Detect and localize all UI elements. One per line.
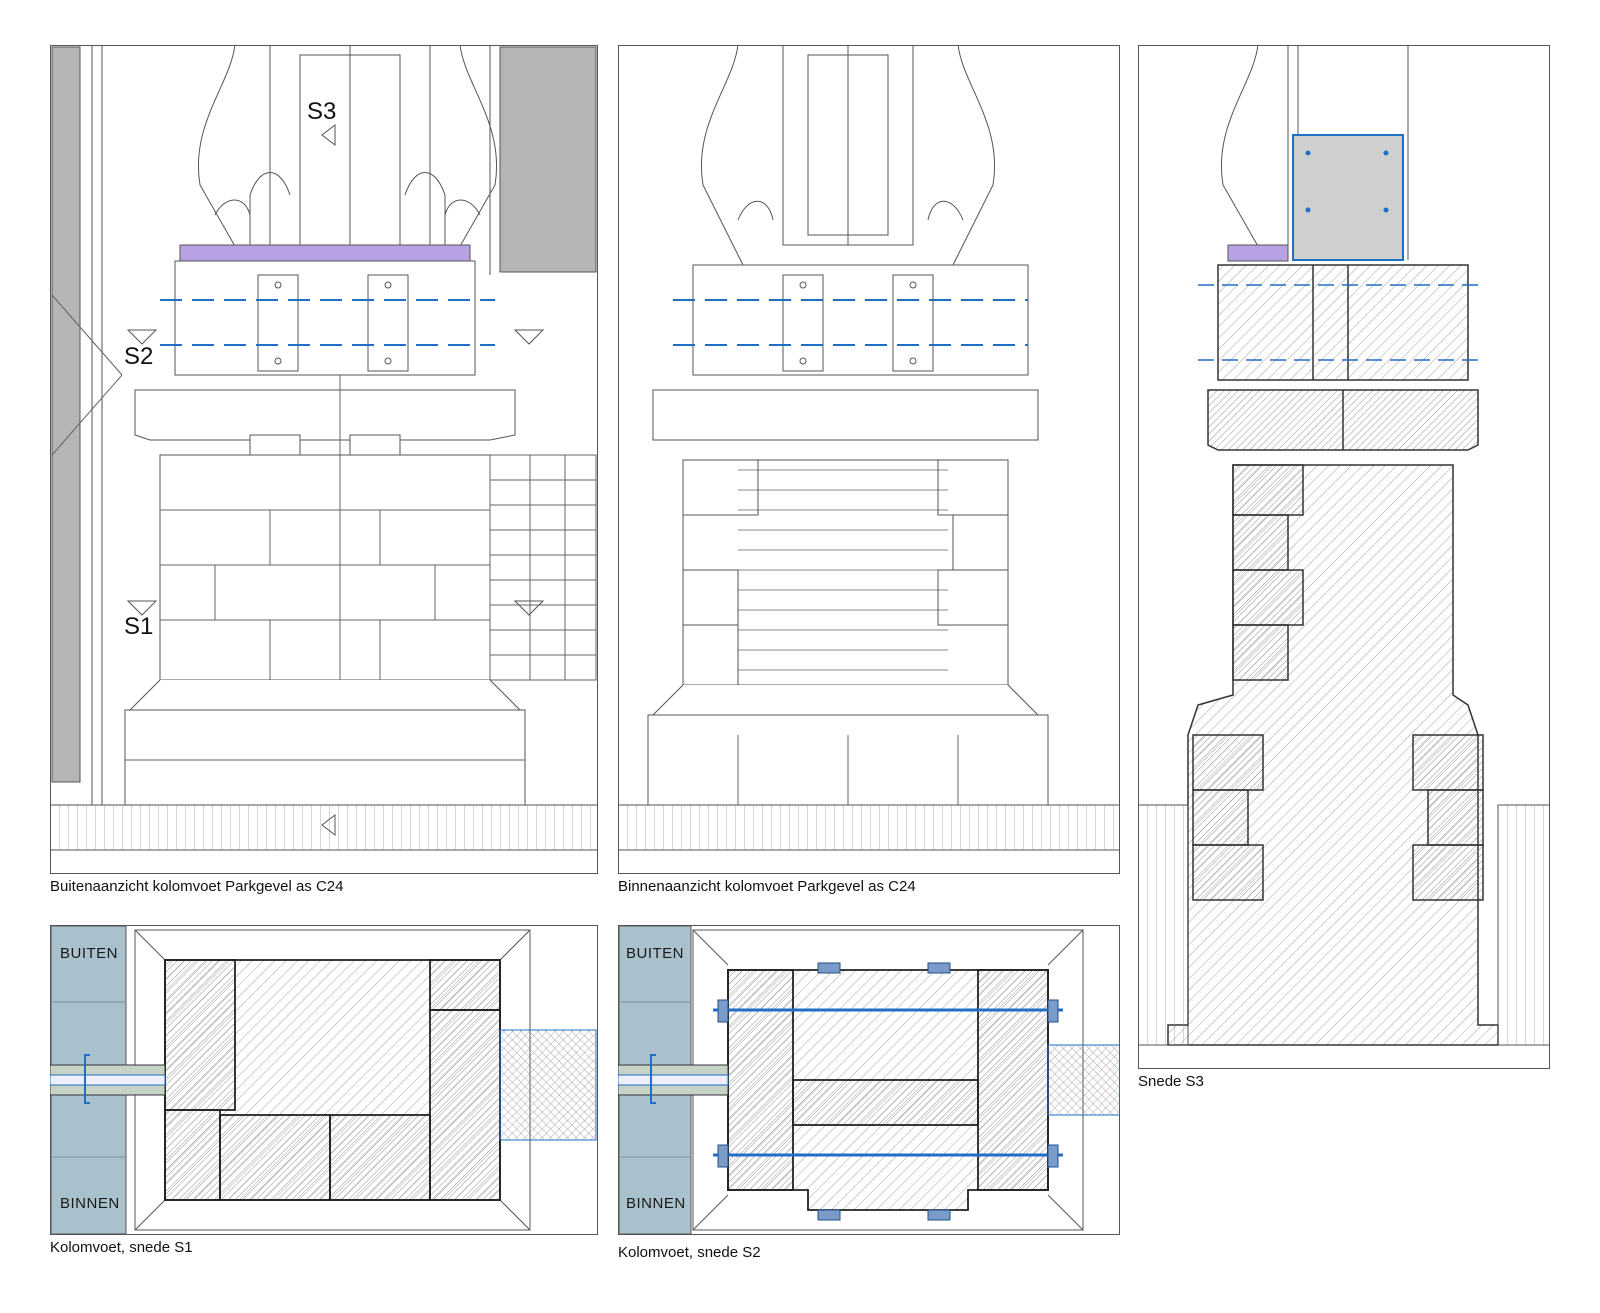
label-inside: BINNEN: [60, 1195, 120, 1212]
section-s3-view: [1138, 45, 1550, 1069]
section-s2-plan: BUITEN BINNEN: [618, 925, 1120, 1235]
label-outside: BUITEN: [60, 945, 119, 962]
label-outside-s2: BUITEN: [626, 945, 685, 962]
caption-section-s3: Snede S3: [1138, 1073, 1204, 1090]
caption-section-s1: Kolomvoet, snede S1: [50, 1239, 193, 1256]
label-inside-s2: BINNEN: [626, 1195, 686, 1212]
section-marker-s3: S3: [307, 98, 337, 125]
caption-section-s2: Kolomvoet, snede S2: [618, 1244, 761, 1261]
outer-elevation-view: S3 S2 S1: [50, 45, 598, 874]
inner-elevation-view: [618, 45, 1120, 874]
section-marker-s2: S2: [124, 343, 154, 370]
caption-outer-view: Buitenaanzicht kolomvoet Parkgevel as C2…: [50, 878, 344, 895]
section-marker-s1: S1: [124, 613, 154, 640]
caption-inner-view: Binnenaanzicht kolomvoet Parkgevel as C2…: [618, 878, 916, 895]
section-s1-plan: BUITEN BINNEN: [50, 925, 598, 1235]
